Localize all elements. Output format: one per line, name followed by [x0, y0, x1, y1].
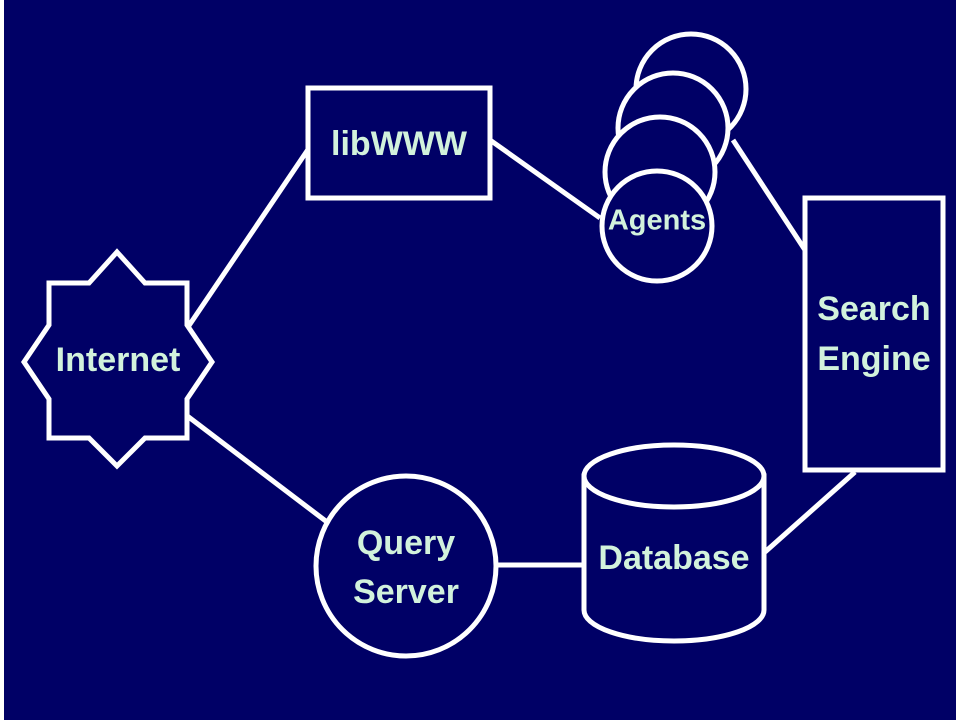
libwww-box — [305, 85, 493, 201]
edge-search-engine-database — [763, 470, 857, 554]
database-label: Database — [598, 539, 749, 577]
node-search-engine: Search Engine — [802, 195, 946, 473]
agents-label: Agents — [608, 205, 706, 237]
node-database: Database — [581, 442, 767, 644]
search-engine-label-line2: Engine — [817, 340, 930, 378]
database-cylinder-body — [581, 473, 767, 644]
query-server-label-line1: Query — [357, 524, 455, 562]
agents-circle-front — [599, 168, 715, 284]
node-internet: Internet — [20, 248, 216, 470]
node-agents: Agents — [599, 31, 749, 284]
query-server-circle — [313, 473, 499, 659]
edge-libwww-agents — [488, 137, 602, 221]
edge-internet-libwww — [183, 146, 312, 332]
node-query-server: Query Server — [313, 473, 499, 659]
database-cylinder-top — [581, 442, 767, 510]
internet-label: Internet — [56, 341, 181, 379]
search-engine-label-line1: Search — [817, 290, 930, 328]
search-engine-box — [802, 195, 946, 473]
node-libwww: libWWW — [305, 85, 493, 201]
query-server-label-line2: Server — [353, 573, 459, 611]
libwww-label: libWWW — [331, 125, 468, 163]
edge-query-server-internet — [184, 413, 329, 524]
internet-star-shape — [20, 248, 216, 470]
connectors — [183, 137, 857, 568]
edge-agents-search-engine — [730, 138, 808, 252]
